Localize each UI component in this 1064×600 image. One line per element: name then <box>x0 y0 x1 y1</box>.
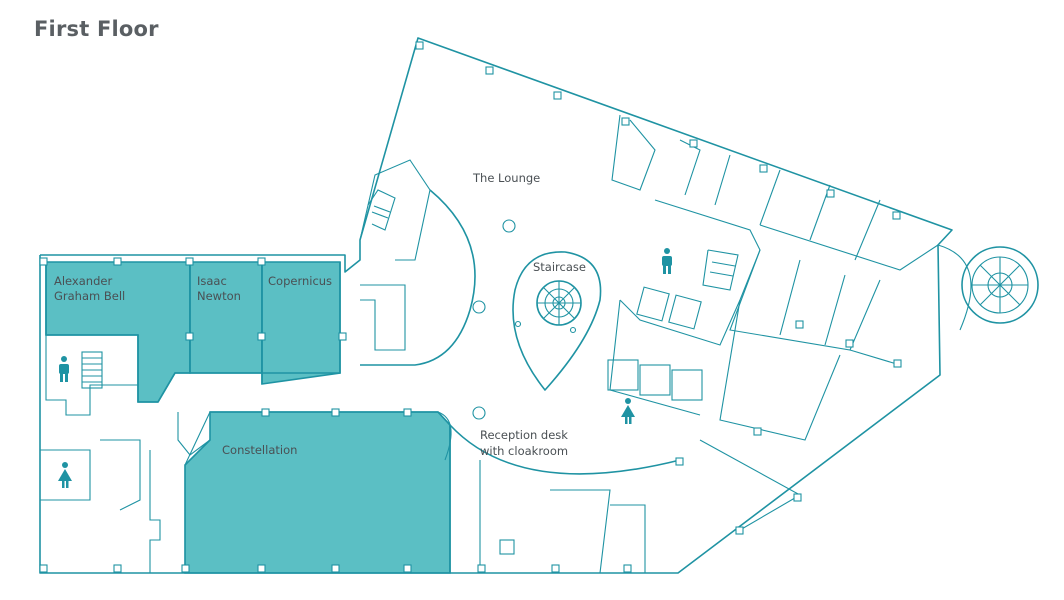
west-wing-walls <box>45 262 341 403</box>
room-label-newton-line1: Isaac <box>197 274 227 288</box>
stairs-icon <box>367 189 396 231</box>
room-label-newton-line2: Newton <box>197 289 241 303</box>
room-label-constellation: Constellation <box>222 443 297 457</box>
floor-title: First Floor <box>34 17 159 41</box>
room-label-agb-line2: Graham Bell <box>54 289 125 303</box>
room-label-reception-line2: with cloakroom <box>480 444 568 458</box>
room-label-copernicus: Copernicus <box>268 274 332 288</box>
room-label-staircase: Staircase <box>533 260 586 274</box>
spiral-stair-icon <box>536 280 582 326</box>
stairs-icon <box>81 351 103 389</box>
toilet-female-icon <box>621 398 635 424</box>
toilet-female-icon <box>58 462 72 488</box>
room-label-agb-line1: Alexander <box>54 274 112 288</box>
room-label-lounge: The Lounge <box>472 171 540 185</box>
toilet-male-icon <box>662 248 672 274</box>
spiral-stair-icon <box>961 246 1039 324</box>
room-constellation[interactable] <box>184 411 451 574</box>
outer-wall-left <box>39 37 953 574</box>
stairs-icon <box>702 249 739 291</box>
column-markers <box>39 41 902 573</box>
toilet-male-icon <box>59 356 69 382</box>
room-label-reception-line1: Reception desk <box>480 428 568 442</box>
staircase-outline <box>512 251 602 391</box>
